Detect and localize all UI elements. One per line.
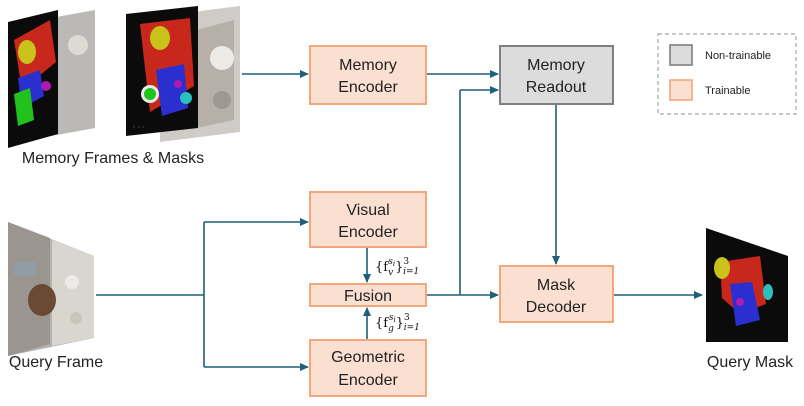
mask-decoder-box: Mask Decoder bbox=[499, 265, 614, 323]
gf-range-sup: 3 bbox=[404, 313, 410, 323]
fusion-box: Fusion bbox=[309, 283, 427, 307]
memory-readout-label-1: Memory bbox=[527, 57, 585, 74]
gf-sub: g bbox=[388, 324, 394, 334]
gf-open: {f bbox=[375, 316, 389, 331]
mask-decoder-label-2: Decoder bbox=[526, 299, 587, 316]
gf-range-sub: i=1 bbox=[404, 323, 420, 333]
svg-text:{fgsi}3i=1: {fgsi}3i=1 bbox=[375, 313, 420, 334]
vf-sup-s: s bbox=[388, 257, 393, 267]
legend-non-trainable-label: Non-trainable bbox=[705, 50, 771, 62]
vf-range-sup: 3 bbox=[403, 257, 409, 267]
legend-swatch-non-trainable bbox=[669, 44, 693, 66]
query-frame-caption: Query Frame bbox=[9, 354, 103, 371]
legend-swatch-trainable bbox=[669, 79, 693, 101]
memory-frames-image bbox=[8, 6, 240, 148]
legend: Non-trainable Trainable bbox=[657, 33, 797, 115]
query-mask-caption: Query Mask bbox=[707, 354, 794, 371]
memory-mask-2 bbox=[126, 6, 198, 136]
vf-sup-i: i bbox=[393, 260, 395, 268]
frames-ellipsis: ... bbox=[132, 115, 145, 132]
memory-readout-label-2: Readout bbox=[526, 79, 587, 96]
memory-mask-1 bbox=[8, 10, 58, 148]
visual-encoder-box: Visual Encoder bbox=[309, 191, 427, 248]
memory-encoder-label-2: Encoder bbox=[338, 79, 398, 96]
vf-open: {f bbox=[375, 260, 389, 275]
memory-encoder-label-1: Memory bbox=[339, 57, 397, 74]
visual-encoder-label-1: Visual bbox=[346, 202, 389, 219]
query-frame-image bbox=[8, 222, 94, 356]
connectors bbox=[96, 70, 703, 371]
mask-decoder-label-1: Mask bbox=[537, 277, 576, 294]
gf-sup-i: i bbox=[393, 316, 395, 324]
fusion-label: Fusion bbox=[344, 288, 392, 305]
visual-encoder-label-2: Encoder bbox=[338, 224, 398, 241]
vf-close: } bbox=[395, 260, 403, 275]
svg-text:{fvsi}3i=1: {fvsi}3i=1 bbox=[375, 257, 419, 278]
query-mask-image bbox=[706, 228, 788, 342]
gf-close: } bbox=[396, 316, 404, 331]
geometric-encoder-label-1: Geometric bbox=[331, 349, 405, 366]
geometric-encoder-label-2: Encoder bbox=[338, 372, 398, 389]
memory-readout-box: Memory Readout bbox=[499, 45, 614, 105]
memory-frames-caption: Memory Frames & Masks bbox=[22, 150, 204, 167]
legend-trainable-label: Trainable bbox=[705, 85, 750, 97]
memory-encoder-box: Memory Encoder bbox=[309, 45, 427, 105]
vf-range-sub: i=1 bbox=[403, 267, 419, 277]
gf-sup-s: s bbox=[389, 313, 394, 323]
geometric-encoder-box: Geometric Encoder bbox=[309, 339, 427, 397]
vf-sub: v bbox=[388, 268, 393, 278]
